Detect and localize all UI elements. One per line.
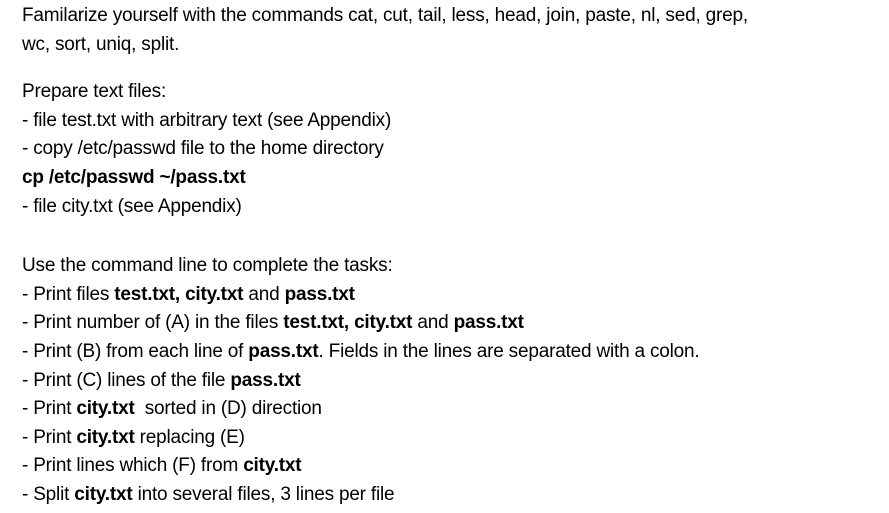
text-segment: and <box>243 283 285 305</box>
text-line: Prepare text files: <box>22 78 885 107</box>
text-segment: - Print <box>22 398 77 420</box>
text-line: - copy /etc/passwd file to the home dire… <box>22 135 885 164</box>
text-line: - Split city.txt into several files, 3 l… <box>22 481 885 510</box>
emphasis-text: test.txt, city.txt <box>114 283 244 305</box>
paragraph-prepare-text-files: Prepare text files: - file test.txt with … <box>22 78 885 221</box>
text-line: - Print (B) from each line of pass.txt. … <box>22 338 885 367</box>
text-segment: - file test.txt with arbitrary text (see… <box>22 109 392 131</box>
text-segment: - file city.txt (see Appendix) <box>22 195 242 217</box>
emphasis-text: pass.txt <box>248 340 319 362</box>
text-line: cp /etc/passwd ~/pass.txt <box>22 164 885 193</box>
text-segment: wc, sort, uniq, split. <box>22 33 180 55</box>
text-segment: . Fields in the lines are separated with… <box>318 340 700 362</box>
emphasis-text: test.txt, city.txt <box>283 312 413 334</box>
text-segment: - Print files <box>22 283 115 305</box>
text-segment: - Print number of (A) in the files <box>22 312 284 334</box>
emphasis-text: city.txt <box>243 455 302 477</box>
paragraph-command-line-tasks: Use the command line to complete the tas… <box>22 252 885 509</box>
emphasis-text: city.txt <box>76 398 135 420</box>
text-line: Use the command line to complete the tas… <box>22 252 885 281</box>
text-segment: Prepare text files: <box>22 81 167 103</box>
text-segment: Familarize yourself with the commands ca… <box>22 5 748 26</box>
text-line: - Print city.txt replacing (E) <box>22 424 885 453</box>
text-line: - file city.txt (see Appendix) <box>22 193 885 222</box>
emphasis-text: pass.txt <box>230 369 301 391</box>
emphasis-text: city.txt <box>76 426 135 448</box>
text-segment: - Print (C) lines of the file <box>22 369 231 391</box>
text-segment: sorted in (D) direction <box>134 398 322 420</box>
text-segment: - copy /etc/passwd file to the home dire… <box>22 138 384 160</box>
text-segment: - Print <box>22 426 77 448</box>
emphasis-text: pass.txt <box>453 312 524 334</box>
text-segment: - Print (B) from each line of <box>22 340 249 362</box>
text-segment: and <box>412 312 454 334</box>
text-line: wc, sort, uniq, split. <box>22 31 885 60</box>
text-line: - Print (C) lines of the file pass.txt <box>22 367 885 396</box>
emphasis-text: city.txt <box>74 483 133 505</box>
text-line: - Print files test.txt, city.txt and pas… <box>22 281 885 310</box>
paragraph-intro: Familarize yourself with the commands ca… <box>22 2 885 59</box>
text-line: - Print lines which (F) from city.txt <box>22 452 885 481</box>
emphasis-text: pass.txt <box>284 283 355 305</box>
text-segment: into several files, 3 lines per file <box>132 483 395 505</box>
text-line: - Print number of (A) in the files test.… <box>22 309 885 338</box>
text-segment: replacing (E) <box>134 426 245 448</box>
text-line: - file test.txt with arbitrary text (see… <box>22 107 885 136</box>
text-segment: - Split <box>22 483 75 505</box>
text-line: - Print city.txt sorted in (D) direction <box>22 395 885 424</box>
text-segment: - Print lines which (F) from <box>22 455 244 477</box>
text-line: Familarize yourself with the commands ca… <box>22 2 885 31</box>
emphasis-text: cp /etc/passwd ~/pass.txt <box>22 166 246 188</box>
text-segment: Use the command line to complete the tas… <box>22 255 393 277</box>
